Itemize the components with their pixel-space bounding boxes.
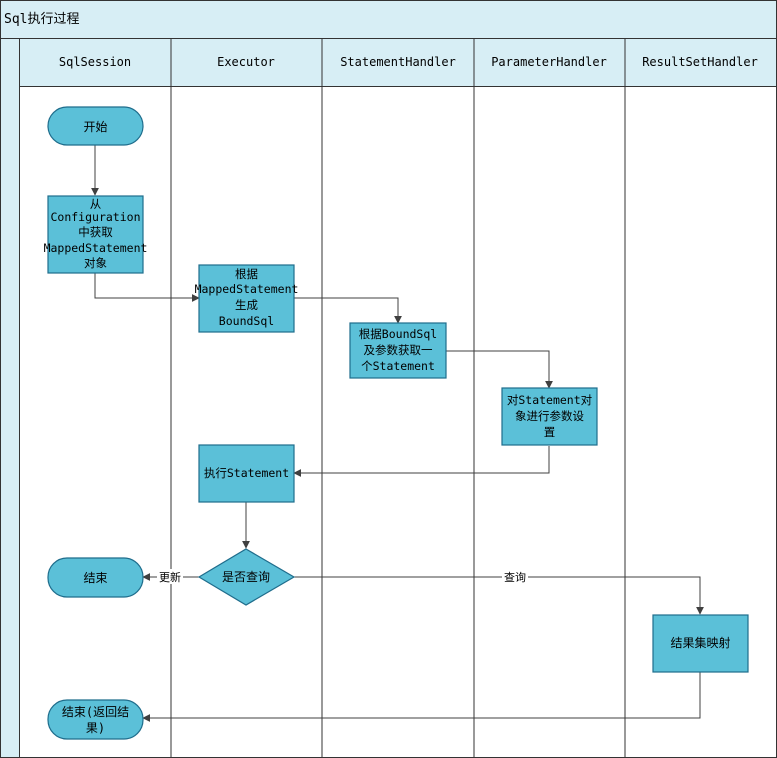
diagram-title: Sql执行过程 bbox=[4, 12, 79, 27]
pool-side-band bbox=[0, 38, 20, 758]
node-result-mapping: 结果集映射 bbox=[652, 614, 749, 673]
title-bar bbox=[0, 0, 777, 39]
edge-label-query: 查询 bbox=[504, 570, 526, 584]
node-get-ms-line: 中获取 bbox=[78, 225, 113, 239]
node-set-params-line: 对Statement对 bbox=[507, 393, 593, 407]
lane-title-sqlsession: SqlSession bbox=[59, 55, 131, 69]
lane-title-parameterhandler: ParameterHandler bbox=[491, 55, 607, 69]
edge-label-update: 更新 bbox=[159, 570, 181, 584]
edge-boundsql-to-statement bbox=[294, 297, 402, 324]
node-start: 开始 bbox=[47, 106, 144, 146]
node-end-return-line: 结束(返回结 bbox=[62, 705, 129, 719]
node-execute-label: 执行Statement bbox=[204, 466, 289, 480]
node-decision-label: 是否查询 bbox=[222, 570, 270, 584]
lane-title-statementhandler: StatementHandler bbox=[340, 55, 456, 69]
node-set-params-line: 置 bbox=[544, 425, 556, 439]
node-get-ms-line: Configuration bbox=[50, 210, 140, 224]
edge-resultmap-to-end-return bbox=[142, 672, 701, 722]
node-start-label: 开始 bbox=[83, 120, 107, 134]
node-get-statement: 根据BoundSql 及参数获取一 个Statement bbox=[349, 322, 447, 379]
edge-get-ms-to-boundsql bbox=[94, 273, 200, 302]
node-execute-statement: 执行Statement bbox=[198, 444, 295, 503]
node-set-parameters: 对Statement对 象进行参数设 置 bbox=[501, 387, 598, 446]
node-boundsql-line: BoundSql bbox=[219, 314, 274, 328]
node-boundsql-line: 生成 bbox=[235, 298, 258, 312]
node-end-return: 结束(返回结 果) bbox=[47, 699, 144, 740]
node-end: 结束 bbox=[47, 557, 144, 598]
node-decision-is-query: 是否查询 bbox=[197, 548, 296, 606]
node-get-statement-line: 及参数获取一 bbox=[364, 343, 433, 357]
lane-title-resultsethandler: ResultSetHandler bbox=[642, 55, 758, 69]
edge-label-bg bbox=[502, 569, 528, 584]
node-get-mapped-statement: 从 Configuration 中获取 MappedStatement 对象 bbox=[44, 195, 148, 274]
edge-label-bg bbox=[157, 569, 183, 584]
node-get-ms-line: MappedStatement bbox=[44, 241, 148, 255]
node-result-mapping-label: 结果集映射 bbox=[670, 635, 730, 650]
node-boundsql-line: MappedStatement bbox=[195, 282, 299, 296]
node-get-statement-line: 根据BoundSql bbox=[359, 327, 437, 341]
lane-header-row bbox=[19, 38, 777, 87]
edge-decision-to-resultmap bbox=[294, 576, 704, 615]
node-get-ms-line: 从 bbox=[90, 197, 102, 211]
edge-params-to-exec bbox=[293, 446, 550, 477]
node-generate-boundsql: 根据 MappedStatement 生成 BoundSql bbox=[195, 264, 299, 333]
node-get-statement-line: 个Statement bbox=[361, 359, 435, 373]
edge-statement-to-params bbox=[446, 350, 553, 389]
node-end-return-line: 果) bbox=[86, 721, 105, 735]
node-set-params-line: 象进行参数设 bbox=[515, 409, 584, 423]
node-end-label: 结束 bbox=[83, 571, 107, 585]
node-get-ms-line: 对象 bbox=[84, 256, 107, 270]
node-boundsql-line: 根据 bbox=[235, 267, 258, 281]
lane-title-executor: Executor bbox=[217, 55, 275, 69]
